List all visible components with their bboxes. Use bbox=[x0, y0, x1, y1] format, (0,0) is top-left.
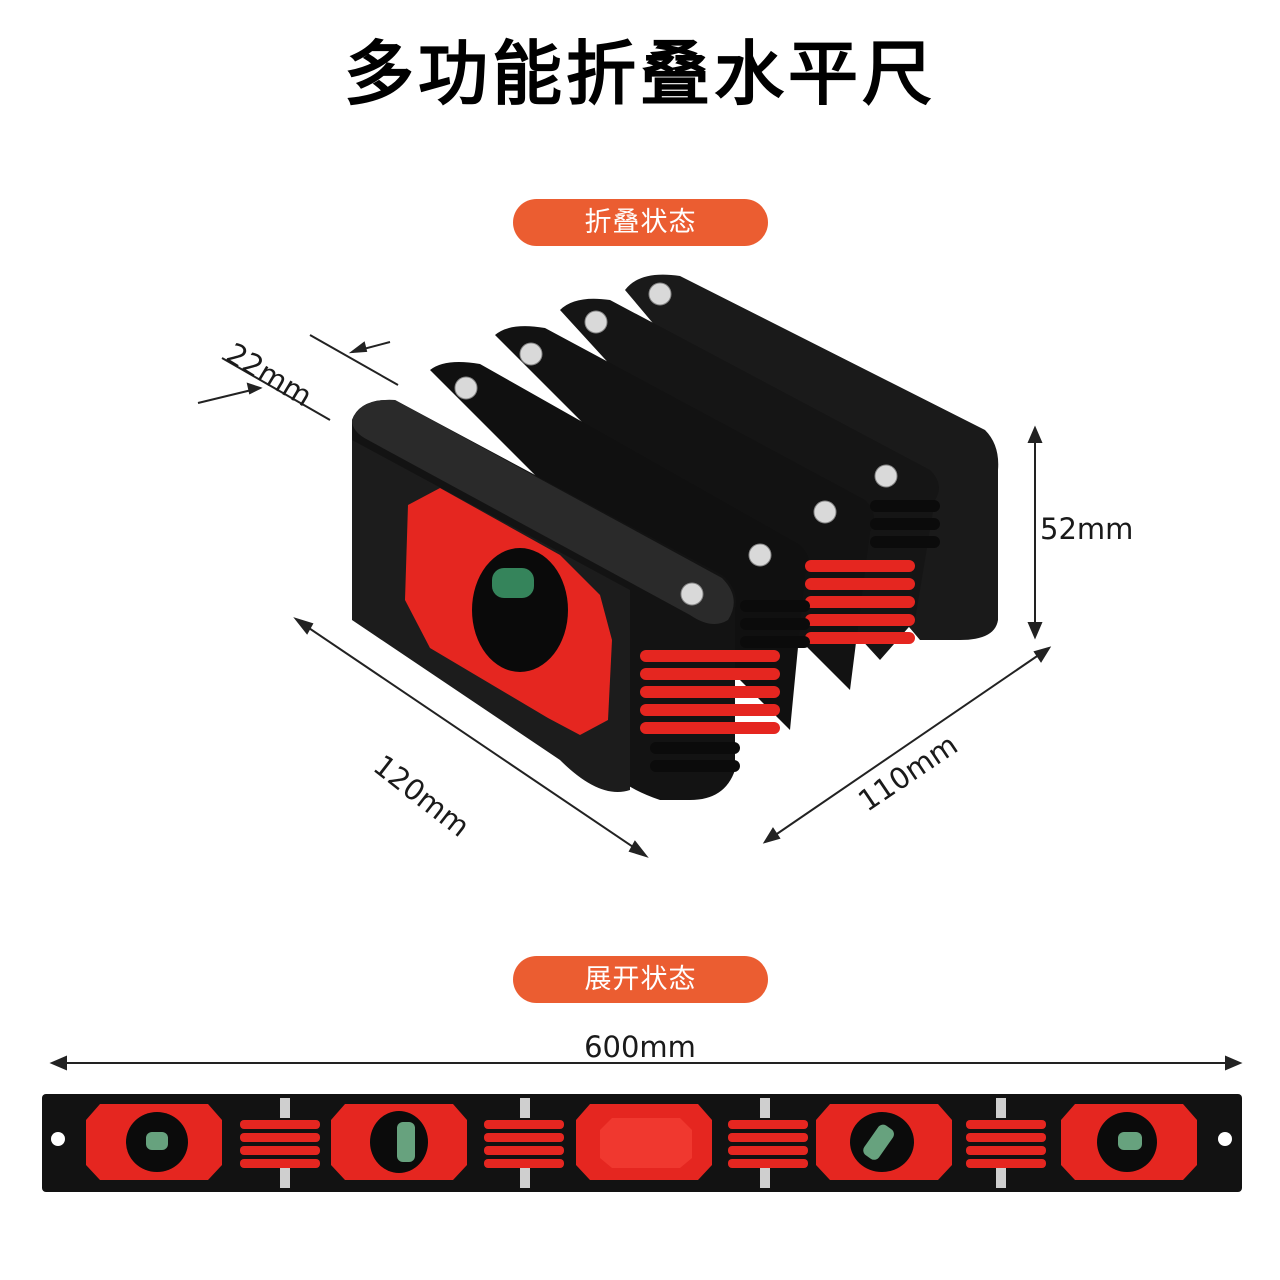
hinge-2 bbox=[484, 1098, 564, 1188]
vial-module-4 bbox=[1061, 1104, 1197, 1180]
dimension-600mm: 600mm bbox=[584, 1030, 696, 1064]
vial-module-1 bbox=[86, 1104, 222, 1180]
rivets bbox=[454, 282, 898, 606]
hinge-4 bbox=[966, 1098, 1046, 1188]
hang-hole-right bbox=[1218, 1132, 1232, 1146]
red-hinge-fins bbox=[640, 560, 915, 734]
black-hinge-fins bbox=[650, 500, 940, 772]
folded-vial-icon bbox=[492, 568, 534, 598]
unfolded-state-badge: 展开状态 bbox=[513, 956, 768, 1003]
page-title: 多功能折叠水平尺 bbox=[344, 33, 936, 115]
hinge-3 bbox=[728, 1098, 808, 1188]
hang-hole-left bbox=[51, 1132, 65, 1146]
dimension-52mm: 52mm bbox=[1040, 512, 1134, 546]
dimension-arrows bbox=[197, 334, 1052, 858]
hinge-1 bbox=[240, 1098, 320, 1188]
folded-state-badge: 折叠状态 bbox=[513, 199, 768, 246]
length-arrow bbox=[49, 1055, 1243, 1071]
center-module bbox=[576, 1104, 712, 1180]
vial-module-2 bbox=[331, 1104, 467, 1180]
vial-module-3 bbox=[816, 1104, 952, 1180]
